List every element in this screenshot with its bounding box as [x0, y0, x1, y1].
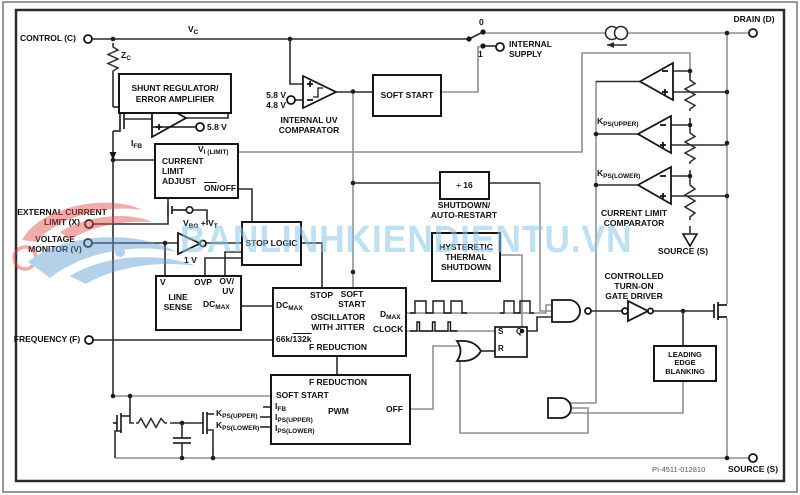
leading-edge-blanking-block: LEADING EDGE BLANKING	[653, 345, 717, 382]
gate-driver-icon	[621, 299, 655, 323]
line-sense-ovuv-label: OV/ UV	[219, 276, 234, 297]
shunt-regulator-block: SHUNT REGULATOR/ ERROR AMPLIFIER	[118, 73, 232, 114]
zc-label: ZC	[121, 50, 131, 62]
mosfet-icon	[167, 204, 194, 216]
drain-terminal-label: DRAIN (D)	[733, 14, 775, 24]
divide-by-16-label: ÷ 16	[456, 180, 473, 191]
line-sense-ovp-label: OVP	[194, 277, 212, 287]
frequency-terminal-label: FREQUENCY (F)	[13, 334, 81, 344]
source-mid-label: SOURCE (S)	[658, 246, 709, 256]
switch-1-label: 1	[478, 49, 483, 59]
voltage-buffer-icon	[177, 231, 207, 256]
mirror-mosfet-icons	[113, 412, 208, 434]
current-limit-comparator-icons	[636, 61, 674, 206]
uv-comparator-icon	[302, 74, 339, 110]
vbg-vt-label: VBG + VT	[183, 218, 218, 230]
stop-logic-block: STOP LOGIC	[241, 221, 302, 266]
voltage-monitor-terminal-label: VOLTAGE MONITOR (V)	[28, 234, 82, 255]
kps-upper-label: KPS(UPPER)	[597, 116, 639, 128]
latch-r-label: R	[498, 344, 504, 353]
source-arrow-icon	[681, 233, 699, 248]
osc-freduction-label: F REDUCTION	[308, 342, 368, 352]
divide-by-16-block: ÷ 16	[439, 171, 490, 200]
pwm-label: PWM	[328, 406, 349, 416]
current-source-icon	[604, 25, 629, 48]
osc-clock-label: CLOCK	[373, 324, 404, 334]
external-limit-terminal-label: EXTERNAL CURRENT LIMIT (X)	[17, 207, 107, 228]
source-bottom-label: SOURCE (S)	[728, 464, 779, 474]
pwm-ifb-label: IFB	[275, 401, 287, 413]
and-gate-icon	[547, 397, 572, 419]
one-volt-label: 1 V	[184, 255, 197, 265]
shutdown-autorestart-label: SHUTDOWN/ AUTO-RESTART	[430, 200, 498, 221]
control-terminal-label: CONTROL (C)	[19, 33, 77, 43]
internal-uv-comparator-label: INTERNAL UV COMPARATOR	[278, 115, 340, 136]
ifb-arrow-icon	[109, 152, 117, 160]
gate-driver-label: CONTROLLED TURN-ON GATE DRIVER	[604, 271, 664, 302]
nand-gate-icon	[551, 299, 592, 323]
output-mosfet-icon	[713, 302, 727, 320]
internal-supply-label: INTERNAL SUPPLY	[509, 39, 552, 60]
osc-stop-label: STOP	[310, 290, 333, 300]
soft-start-label: SOFT START	[380, 90, 434, 101]
latch-s-label: S	[498, 327, 504, 336]
pwm-ips-upper-label: IPS(UPPER)	[275, 412, 313, 424]
osc-dmax-label: DMAX	[380, 309, 401, 321]
pwm-off-label: OFF	[386, 404, 403, 414]
pwm-freduction-label: F REDUCTION	[308, 377, 368, 387]
switch-0-label: 0	[479, 17, 484, 27]
uv-ref-label: 5.8 V 4.8 V	[266, 90, 286, 111]
waveform-icons	[410, 300, 534, 332]
line-sense-dcmax-label: DCMAX	[203, 299, 230, 311]
pwm-block	[270, 374, 411, 445]
v-ilimit-label: VI (LIMIT)	[198, 144, 229, 156]
junction-dots	[110, 30, 730, 461]
current-limit-adjust-block	[154, 143, 239, 199]
soft-start-block: SOFT START	[372, 74, 442, 117]
pwm-soft-start-label: SOFT START	[276, 390, 329, 400]
current-limit-adjust-label: CURRENT LIMIT ADJUST	[162, 156, 204, 187]
line-sense-v-label: V	[160, 277, 166, 287]
kps-upper2-label: KPS(UPPER)	[216, 408, 258, 420]
latch-q-label: Q	[516, 327, 523, 336]
ifb-label: IFB	[131, 138, 143, 150]
kps-lower2-label: KPS(LOWER)	[216, 420, 260, 432]
vc-label: VC	[188, 24, 199, 36]
on-off-label: ON/OFF	[204, 183, 237, 193]
part-number: PI-4511-012810	[652, 465, 706, 474]
current-limit-comparator-label: CURRENT LIMIT COMPARATOR	[600, 208, 668, 229]
stop-logic-label: STOP LOGIC	[245, 238, 298, 249]
kps-lower-label: KPS(LOWER)	[597, 168, 641, 180]
line-sense-title: LINE SENSE	[163, 292, 193, 313]
thermal-shutdown-label: HYSTERETIC THERMAL SHUTDOWN	[439, 241, 493, 273]
osc-freq-label: 66k/132k	[276, 334, 312, 344]
supply-switch-icon	[466, 29, 486, 49]
osc-soft-start-label: SOFT START	[338, 289, 366, 310]
thermal-shutdown-block: HYSTERETIC THERMAL SHUTDOWN	[431, 232, 501, 282]
oscillator-block	[272, 287, 407, 357]
ref-58v-label: 5.8 V	[207, 122, 227, 132]
pwm-ips-lower-label: IPS(LOWER)	[275, 423, 315, 435]
signal-wires	[92, 31, 727, 458]
line-sense-block	[155, 275, 242, 331]
resistor-icon	[106, 45, 697, 430]
or-gate-icon	[455, 340, 483, 362]
oscillator-title: OSCILLATOR WITH JITTER	[310, 312, 366, 333]
leb-label: LEADING EDGE BLANKING	[665, 349, 705, 376]
shunt-regulator-label: SHUNT REGULATOR/ ERROR AMPLIFIER	[131, 83, 219, 104]
osc-dcmax-label: DCMAX	[276, 300, 303, 312]
capacitor-icon	[173, 437, 191, 444]
